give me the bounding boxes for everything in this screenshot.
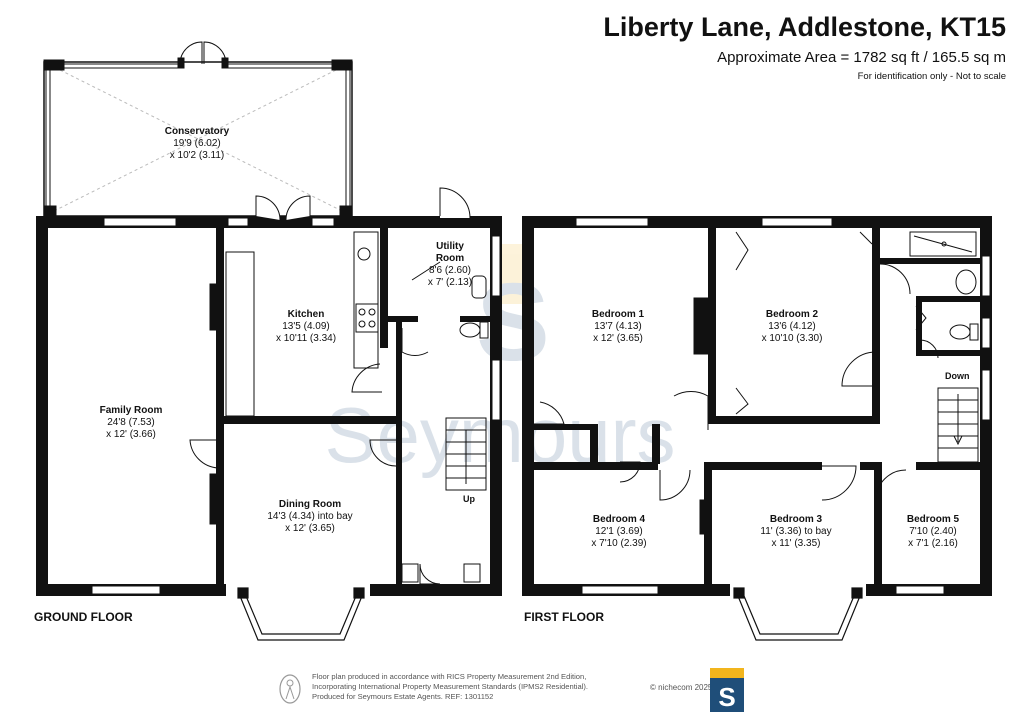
first-floor-plan [522, 216, 992, 641]
room-label-bedroom4: Bedroom 4 12'1 (3.69) x 7'10 (2.39) [591, 514, 647, 549]
rics-mark-icon [279, 674, 301, 704]
stairs-down-label: Down [945, 371, 970, 381]
logo-letter: S [718, 682, 735, 712]
footer-line-3: Produced for Seymours Estate Agents. REF… [312, 692, 494, 701]
ground-floor-label: GROUND FLOOR [34, 610, 133, 624]
room-label-family: Family Room 24'8 (7.53) x 12' (3.66) [99, 405, 163, 440]
footer-line-2: Incorporating International Property Mea… [312, 682, 589, 691]
room-label-utility: Utility Room 8'6 (2.60) x 7' (2.13) [427, 241, 473, 288]
ground-floor-plan [36, 41, 502, 641]
room-label-bedroom3: Bedroom 3 11' (3.36) to bay x 11' (3.35) [760, 514, 832, 549]
footer-line-1: Floor plan produced in accordance with R… [312, 672, 587, 681]
room-label-conservatory: Conservatory 19'9 (6.02) x 10'2 (3.11) [164, 126, 230, 161]
copyright: © nichecom 2025. [650, 683, 715, 692]
kitchen-fixtures [209, 231, 489, 583]
ground-windows [91, 217, 501, 595]
ground-stairs [445, 417, 487, 491]
room-label-dining: Dining Room 14'3 (4.34) into bay x 12' (… [267, 499, 353, 534]
room-label-bedroom2: Bedroom 2 13'6 (4.12) x 10'10 (3.30) [761, 309, 823, 344]
approximate-area: Approximate Area = 1782 sq ft / 165.5 sq… [717, 49, 1006, 66]
property-title: Liberty Lane, Addlestone, KT15 [603, 12, 1006, 42]
room-label-bedroom1: Bedroom 1 13'7 (4.13) x 12' (3.65) [591, 309, 645, 344]
bedroom3-bay-window [733, 587, 863, 641]
watermark-logo-letter: S [476, 261, 549, 384]
room-label-kitchen: Kitchen 13'5 (4.09) x 10'11 (3.34) [275, 309, 337, 344]
room-label-bedroom5: Bedroom 5 7'10 (2.40) x 7'1 (2.16) [906, 514, 960, 549]
ground-doors [189, 187, 471, 585]
identification-note: For identification only - Not to scale [857, 71, 1006, 82]
first-stairs [937, 387, 979, 463]
bathroom-fixtures [693, 231, 979, 535]
first-windows [575, 217, 991, 595]
first-doors [534, 231, 939, 501]
dining-bay-window [237, 587, 365, 641]
first-floor-label: FIRST FLOOR [524, 610, 604, 624]
stairs-up-label: Up [463, 494, 475, 504]
seymours-logo-icon: S [710, 668, 744, 712]
footer-note: Floor plan produced in accordance with R… [312, 672, 642, 702]
